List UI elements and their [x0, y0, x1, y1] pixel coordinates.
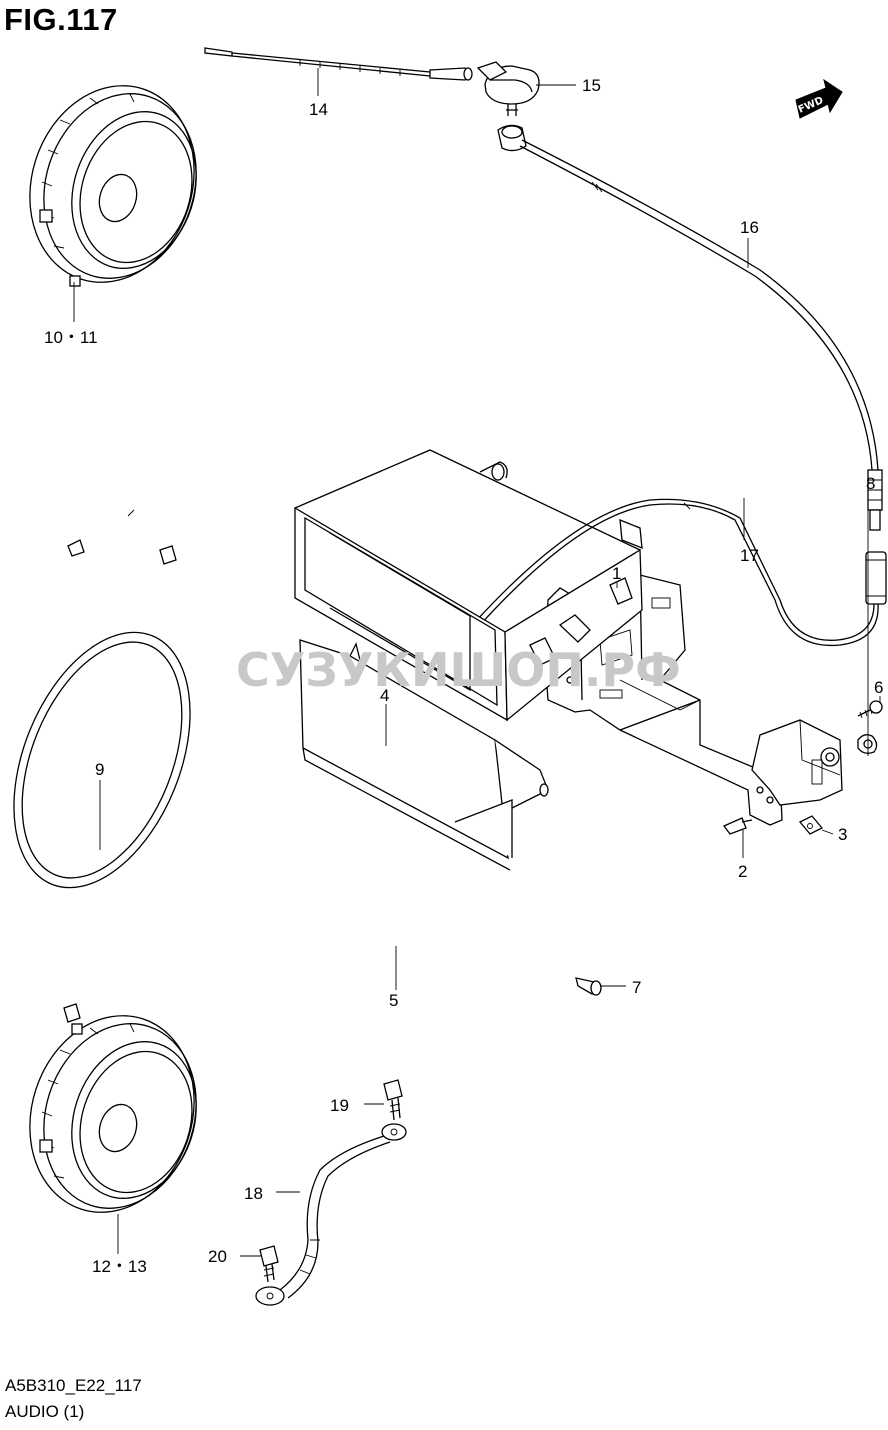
watermark-text: СУЗУКИШОП.РФ — [236, 643, 681, 697]
callout-7: 7 — [632, 978, 641, 997]
callout-19: 19 — [330, 1096, 349, 1115]
callout-3: 3 — [838, 825, 847, 844]
pocket-lid[interactable] — [299, 639, 549, 871]
callout-18: 18 — [244, 1184, 263, 1203]
callout-9: 9 — [95, 760, 104, 779]
clip-nut-3[interactable] — [798, 815, 824, 835]
figure-caption: AUDIO (1) — [5, 1402, 85, 1421]
screw-6[interactable] — [857, 700, 883, 719]
figure-code: A5B310_E22_117 — [5, 1376, 142, 1395]
callout-5: 5 — [389, 991, 398, 1010]
callout-2: 2 — [738, 862, 747, 881]
callout-20: 20 — [208, 1247, 227, 1266]
antenna-base[interactable] — [476, 61, 540, 116]
rear-speaker-12-13[interactable] — [5, 994, 219, 1234]
antenna-rod[interactable] — [204, 47, 473, 81]
callout-12-13: 12・13 — [92, 1257, 147, 1276]
callout-17: 17 — [740, 546, 759, 565]
ground-strap[interactable] — [255, 1123, 407, 1306]
pocket-tray[interactable] — [294, 449, 643, 722]
callout-6: 6 — [874, 678, 883, 697]
callout-1: 1 — [612, 564, 621, 583]
screw-2[interactable] — [722, 817, 753, 835]
bolt-19[interactable] — [383, 1079, 403, 1121]
front-speaker-10-11[interactable] — [5, 64, 219, 304]
callouts: 14 15 16 10・11 17 1 4 6 8 3 2 9 5 7 12・1… — [44, 76, 883, 1276]
nut-8[interactable] — [857, 734, 878, 754]
speaker-ring[interactable] — [0, 509, 225, 1023]
leader-lines — [73, 68, 881, 1257]
forward-direction-badge: FWD — [795, 78, 843, 119]
callout-15: 15 — [582, 76, 601, 95]
figure-title: FIG.117 — [4, 2, 118, 37]
callout-16: 16 — [740, 218, 759, 237]
antenna-feeder-cable[interactable] — [497, 124, 883, 531]
screw-7[interactable] — [575, 977, 602, 996]
callout-10-11: 10・11 — [44, 328, 98, 347]
bolt-20[interactable] — [259, 1245, 279, 1283]
callout-14: 14 — [309, 100, 328, 119]
callout-4: 4 — [380, 686, 389, 705]
callout-8-label: 8 — [866, 474, 875, 493]
